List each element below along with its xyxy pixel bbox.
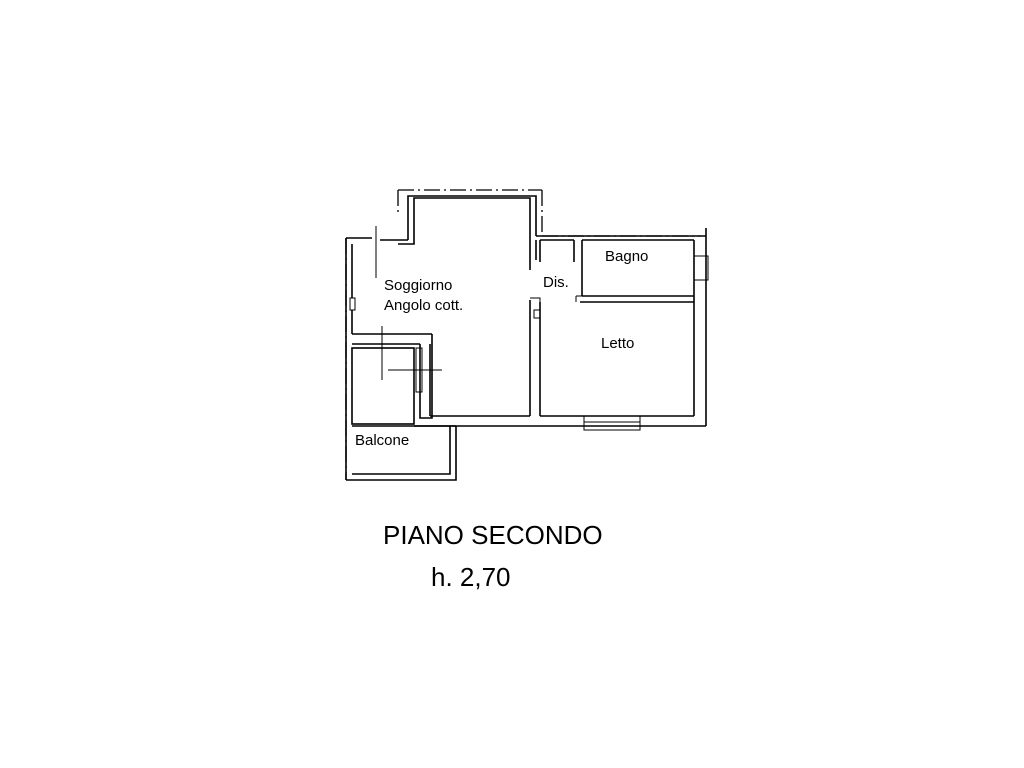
room-label-balcone: Balcone bbox=[355, 432, 409, 449]
room-label-soggiorno: Soggiorno bbox=[384, 277, 452, 294]
floor-title: PIANO SECONDO bbox=[383, 520, 603, 550]
room-label-angolo-cottura: Angolo cott. bbox=[384, 297, 463, 314]
interior-walls bbox=[529, 240, 694, 416]
room-label-letto: Letto bbox=[601, 335, 634, 352]
exterior-walls bbox=[345, 195, 709, 481]
room-label-disimpegno: Dis. bbox=[543, 274, 569, 291]
ceiling-height: h. 2,70 bbox=[431, 562, 511, 592]
room-label-bagno: Bagno bbox=[605, 248, 648, 265]
section-marks bbox=[375, 226, 442, 380]
